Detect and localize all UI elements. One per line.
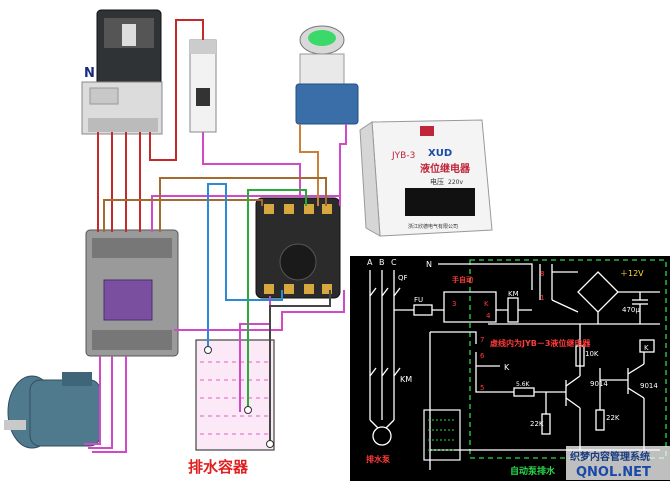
sch-neutral: N xyxy=(426,260,432,269)
tank-caption: 排水容器 xyxy=(188,458,249,476)
sch-supply: ＋12V xyxy=(620,269,644,278)
sch-manual: 手自动 xyxy=(452,275,473,284)
sch-r1: 10K xyxy=(585,350,599,358)
drain-tank xyxy=(195,339,275,451)
sch-relay-k: K xyxy=(504,363,510,372)
sch-k-contact: K xyxy=(484,300,489,308)
sch-km-coil: KM xyxy=(508,290,519,298)
level-relay-box xyxy=(359,119,493,237)
relay-name: 液位继电器 xyxy=(420,162,471,175)
main-breaker xyxy=(81,9,163,135)
sch-r2: 5.6K xyxy=(516,381,531,388)
relay-title: JYB-3 xyxy=(391,151,415,161)
relay-brand: XUD xyxy=(428,148,452,159)
sch-pin4: 4 xyxy=(486,312,491,320)
pump-motor xyxy=(4,372,101,449)
relay-socket xyxy=(255,197,341,299)
sch-pin6: 6 xyxy=(480,352,485,360)
sch-qf: QF xyxy=(398,274,408,282)
sch-phase-b: B xyxy=(379,258,385,267)
contactor xyxy=(85,229,179,357)
watermark: 织梦内容管理系统 QNOL.NET xyxy=(566,446,670,480)
sch-pin3: 3 xyxy=(452,300,456,308)
sch-pin7: 7 xyxy=(480,336,484,344)
sch-phase-a: A xyxy=(367,258,373,267)
sch-fu: FU xyxy=(414,296,423,304)
wires xyxy=(84,19,347,453)
sch-cap: 470μ xyxy=(622,306,640,314)
sch-k-coil: K xyxy=(644,344,649,352)
fuse-module xyxy=(189,39,217,133)
tank-electrodes xyxy=(204,346,274,448)
schematic-panel xyxy=(350,256,670,481)
sch-footer: 自动泵排水 xyxy=(510,465,556,477)
watermark-line1: 织梦内容管理系统 xyxy=(570,450,650,463)
pushbutton xyxy=(295,25,359,125)
sch-dashed-note: 虚线内为JYB－3液位继电器 xyxy=(490,338,591,348)
sch-pin5: 5 xyxy=(480,384,484,392)
relay-footer: 浙江欣德电气有限公司 xyxy=(408,223,458,230)
sch-t1: 9014 xyxy=(590,380,608,388)
sch-r4: 22K xyxy=(606,414,620,422)
sch-t2: 9014 xyxy=(640,382,658,390)
sch-km-main: KM xyxy=(400,375,412,384)
sch-pump-caption: 排水泵 xyxy=(366,454,390,464)
neutral-label: N xyxy=(84,66,95,81)
sch-r3: 22K xyxy=(530,420,544,428)
relay-voltage: 220v xyxy=(448,179,463,186)
sch-pin8: 8 xyxy=(540,270,544,278)
relay-voltage-label: 电压 xyxy=(430,177,444,186)
watermark-line2: QNOL.NET xyxy=(576,465,651,480)
sch-phase-c: C xyxy=(391,258,397,267)
sch-pin1: 1 xyxy=(540,294,544,302)
